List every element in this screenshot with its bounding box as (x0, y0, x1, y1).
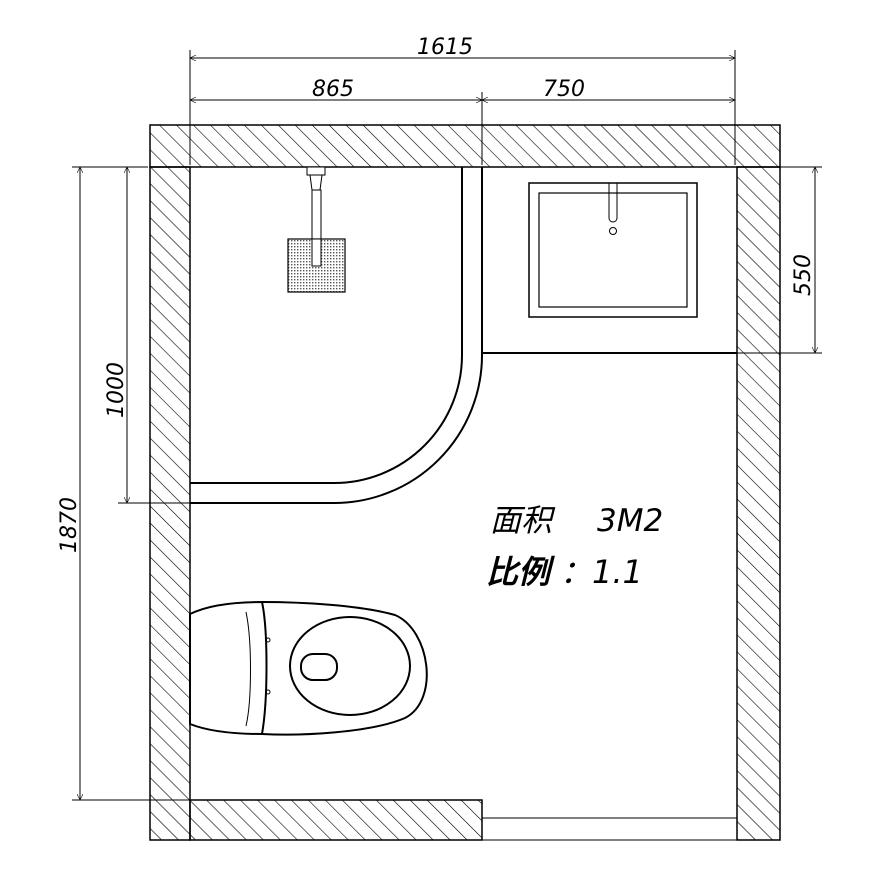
toilet-bolt-top (265, 637, 271, 643)
wall-right (736, 166, 781, 841)
dim-total-height: 1870 (57, 497, 82, 553)
scale-label: 比例 (486, 553, 555, 591)
toilet (189, 600, 428, 736)
toilet-bowl-outer (261, 601, 428, 736)
shower-screen-outer (190, 167, 483, 504)
dimensions-right: 550 (737, 167, 822, 353)
vanity-sink (482, 182, 737, 354)
shower-hose-over-grate (311, 238, 322, 267)
dim-shower-height: 1000 (104, 362, 129, 418)
sink-drain (609, 227, 617, 235)
dim-left-width: 865 (312, 77, 354, 102)
area-value: 3M2 (597, 503, 663, 539)
sink-faucet (608, 183, 618, 223)
dimensions-left: 1870 1000 (57, 167, 190, 800)
plan-notes: 面积 3M2 比例 ：1.1 (486, 503, 663, 591)
wall-bottom (189, 799, 483, 841)
toilet-bolt-bottom (265, 689, 271, 695)
shower-hose-connector (309, 174, 323, 191)
toilet-bowl-inner (289, 616, 411, 716)
toilet-tank-lid-line (245, 611, 251, 727)
dimensions-top: 1615 865 750 (190, 35, 735, 165)
sink-basin-outer (528, 182, 698, 318)
scale-value: ：1.1 (560, 553, 643, 591)
dim-total-width: 1615 (417, 35, 473, 60)
dim-sink-depth: 550 (791, 254, 816, 296)
shower-enclosure (190, 167, 483, 504)
shower-screen-inner (190, 167, 463, 484)
toilet-tank (189, 600, 268, 736)
shower-fixture (287, 166, 346, 293)
sink-basin-inner (538, 192, 688, 308)
area-label: 面积 (490, 503, 556, 539)
wall-top (149, 124, 781, 168)
shower-valve (306, 166, 326, 176)
dim-right-width: 750 (543, 77, 585, 102)
toilet-drain (300, 653, 338, 681)
